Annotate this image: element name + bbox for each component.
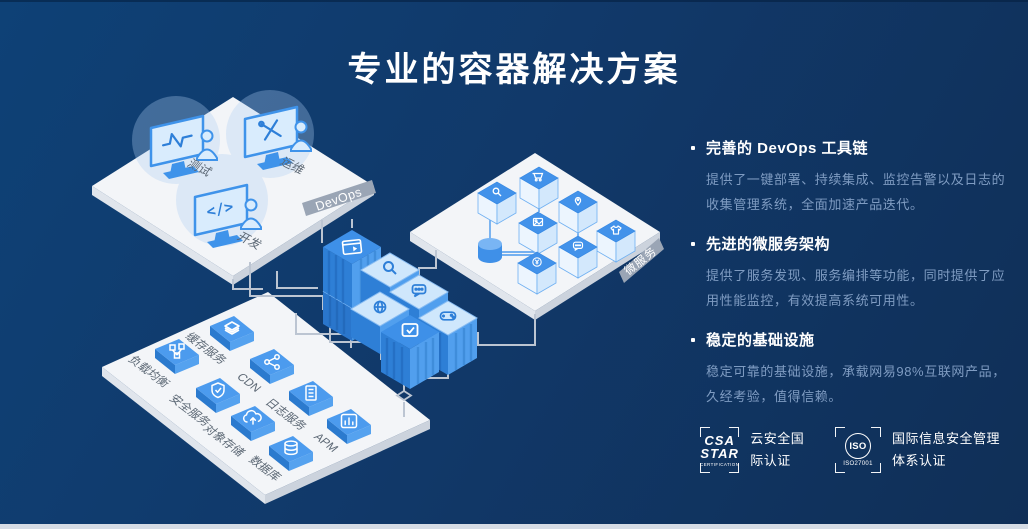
cart-cube — [519, 166, 559, 210]
bracket-corner — [871, 463, 881, 473]
security-tile — [196, 378, 240, 413]
chat-bubble-icon — [411, 284, 427, 298]
cart-icon — [532, 172, 544, 182]
feature-title: 先进的微服务架构 — [706, 236, 831, 253]
search-icon — [383, 261, 397, 275]
bracket-corner — [700, 463, 710, 473]
bracket-corner — [835, 463, 845, 473]
shirt-cube — [596, 219, 636, 263]
feature-title: 稳定的基础设施 — [706, 332, 815, 349]
bullet-icon — [691, 338, 695, 342]
ops-workstation: 运维 — [243, 105, 312, 177]
log-service-tile — [289, 381, 333, 416]
devops-platform: 测试 运维 </> — [92, 90, 376, 285]
shield-icon — [211, 382, 225, 399]
database-icon — [284, 440, 298, 456]
iso-certification: ISO ISO27001 国际信息安全管理体系认证 — [835, 427, 1012, 473]
apm-tile — [327, 409, 371, 444]
iso27001-badge-icon: ISO ISO27001 — [835, 427, 881, 473]
database-tile — [269, 436, 313, 471]
check-container — [381, 315, 439, 389]
search-cube — [477, 181, 517, 225]
currency-icon — [532, 257, 542, 267]
person-figure — [290, 120, 312, 152]
pulse-icon — [161, 132, 193, 148]
bracket-corner — [729, 427, 740, 437]
bar-chart-icon — [340, 413, 358, 429]
document-icon — [305, 385, 317, 401]
person-figure — [196, 129, 218, 161]
bracket-corner — [729, 463, 740, 473]
badge-text: CSA — [704, 432, 735, 448]
bullet-icon — [691, 242, 695, 246]
sitemap-icon — [169, 343, 185, 359]
person-figure — [240, 198, 262, 230]
container-cluster — [322, 230, 478, 389]
feature-description: 提供了服务发现、服务编排等功能，同时提供了应用性能监控，有效提高系统可用性。 — [706, 268, 1006, 308]
layers-icon — [224, 321, 240, 335]
certification-row: CSA STAR CERTIFICATION 云安全国际认证 ISO ISO27… — [690, 427, 1012, 473]
cache-tile — [210, 316, 254, 351]
code-icon: </> — [205, 197, 235, 221]
chat-cube — [558, 235, 598, 279]
feature-microservices: 先进的微服务架构 提供了服务发现、服务编排等功能，同时提供了应用性能监控，有效提… — [690, 235, 1012, 313]
globe-icon — [373, 300, 387, 314]
feature-devops: 完善的 DevOps 工具链 提供了一键部署、持续集成、监控告警以及日志的收集管… — [690, 139, 1012, 217]
bullet-icon — [691, 146, 695, 150]
feature-infrastructure: 稳定的基础设施 稳定可靠的基础设施，承载网易98%互联网产品，久经考验，值得信赖… — [690, 331, 1012, 409]
iso-globe-icon: ISO — [845, 433, 871, 459]
share-nodes-icon — [264, 354, 280, 370]
location-cube — [558, 190, 598, 234]
shirt-icon — [610, 225, 622, 235]
load-balancer-tile — [155, 339, 199, 374]
database-cylinder — [478, 238, 502, 263]
certification-label: 国际信息安全管理体系认证 — [892, 431, 1001, 468]
feature-description: 稳定可靠的基础设施，承载网易98%互联网产品，久经考验，值得信赖。 — [706, 364, 1006, 404]
page-title: 专业的容器解决方案 — [347, 51, 681, 89]
dev-workstation: </> 开发 — [193, 183, 265, 252]
isometric-architecture-illustration: 缓存服务 负载均衡 CDN 安全服务 日志服务 对象存储 APM 数据库 — [92, 90, 664, 504]
section-divider — [0, 524, 1028, 529]
services-platform — [102, 292, 430, 504]
feature-title: 完善的 DevOps 工具链 — [706, 140, 869, 157]
badge-text: STAR — [700, 445, 739, 461]
microservice-cubes — [477, 166, 636, 295]
search-icon — [492, 187, 502, 197]
feature-list: 完善的 DevOps 工具链 提供了一键部署、持续集成、监控告警以及日志的收集管… — [690, 139, 1012, 473]
certification-label: 云安全国际认证 — [750, 431, 805, 468]
location-pin-icon — [574, 196, 582, 206]
bracket-corner — [700, 427, 710, 437]
csa-certification: CSA STAR CERTIFICATION 云安全国际认证 — [700, 427, 809, 473]
badge-text: ISO27001 — [843, 461, 873, 467]
bracket-corner — [871, 427, 881, 437]
csa-star-badge-icon: CSA STAR CERTIFICATION — [700, 427, 740, 473]
cdn-tile — [250, 349, 294, 384]
image-icon — [532, 217, 544, 227]
diamond-node — [395, 389, 413, 402]
gamepad-icon — [439, 311, 457, 321]
chat-bubble-icon — [572, 241, 584, 251]
tools-icon — [258, 119, 282, 141]
media-player-icon — [341, 238, 363, 256]
image-cube — [518, 211, 558, 255]
object-storage-tile — [231, 406, 275, 441]
badge-text: ISO — [849, 440, 867, 452]
bracket-corner — [835, 427, 845, 437]
badge-text: CERTIFICATION — [700, 461, 740, 467]
money-cube — [517, 251, 557, 295]
check-icon — [401, 323, 419, 337]
cloud-icon — [242, 409, 262, 425]
feature-description: 提供了一键部署、持续集成、监控告警以及日志的收集管理系统，全面加速产品迭代。 — [706, 172, 1006, 212]
